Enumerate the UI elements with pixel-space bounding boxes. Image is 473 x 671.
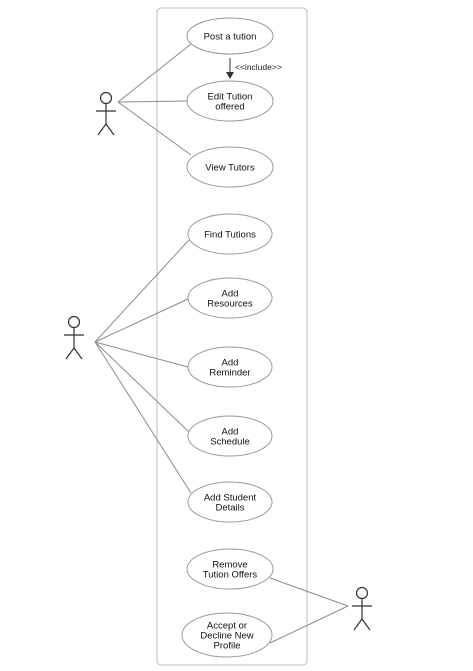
actor-admin[interactable]	[352, 586, 372, 631]
use-case-label: Tution Offers	[203, 569, 258, 580]
use-case-label: View Tutors	[205, 162, 255, 173]
association-line	[117, 101, 192, 156]
use-case-label: Reminder	[209, 367, 250, 378]
use-case-ellipse	[181, 612, 273, 658]
use-case-ellipse	[187, 415, 273, 457]
use-case-label: Add	[222, 288, 239, 299]
use-case-label: Accept or	[207, 620, 247, 631]
association-line	[94, 239, 190, 343]
association-line	[117, 43, 192, 103]
use-case-find[interactable]: Find Tutions	[187, 213, 273, 255]
system-boundary	[156, 7, 308, 666]
association-line	[94, 341, 189, 368]
use-case-ellipse	[187, 481, 273, 523]
use-case-ellipse	[187, 346, 273, 388]
use-case-label: Details	[215, 502, 244, 513]
use-case-label: offered	[215, 101, 244, 112]
association-line	[269, 605, 349, 644]
use-case-label: Add	[222, 357, 239, 368]
use-case-post[interactable]: Post a tution	[186, 17, 274, 55]
use-case-label: Find Tutions	[204, 229, 256, 240]
use-case-ellipse	[186, 17, 274, 55]
association-line	[94, 341, 191, 434]
actor-tutor[interactable]	[64, 315, 84, 360]
use-case-label: Post a tution	[204, 31, 257, 42]
use-case-label: Add	[222, 426, 239, 437]
association-line	[117, 100, 189, 103]
use-case-ellipse	[186, 80, 274, 122]
include-label: <<include>>	[235, 62, 282, 72]
actor-tutor-poster[interactable]	[96, 91, 116, 136]
use-case-label: Profile	[214, 640, 241, 651]
use-case-label: Resources	[207, 298, 253, 309]
use-case-label: Schedule	[210, 436, 250, 447]
use-case-ellipse	[186, 146, 274, 188]
association-line	[94, 341, 192, 494]
association-line	[269, 577, 349, 607]
use-case-label: Edit Tution	[208, 91, 253, 102]
use-case-label: Decline New	[200, 630, 253, 641]
association-line	[94, 298, 189, 343]
association-lines	[94, 43, 349, 644]
use-case-ellipse	[186, 548, 274, 590]
use-case-ellipse	[187, 213, 273, 255]
use-case-ellipse	[187, 277, 273, 319]
use-case-view[interactable]: View Tutors	[186, 146, 274, 188]
use-case-label: Remove	[212, 559, 247, 570]
use-case-label: Add Student	[204, 492, 257, 503]
